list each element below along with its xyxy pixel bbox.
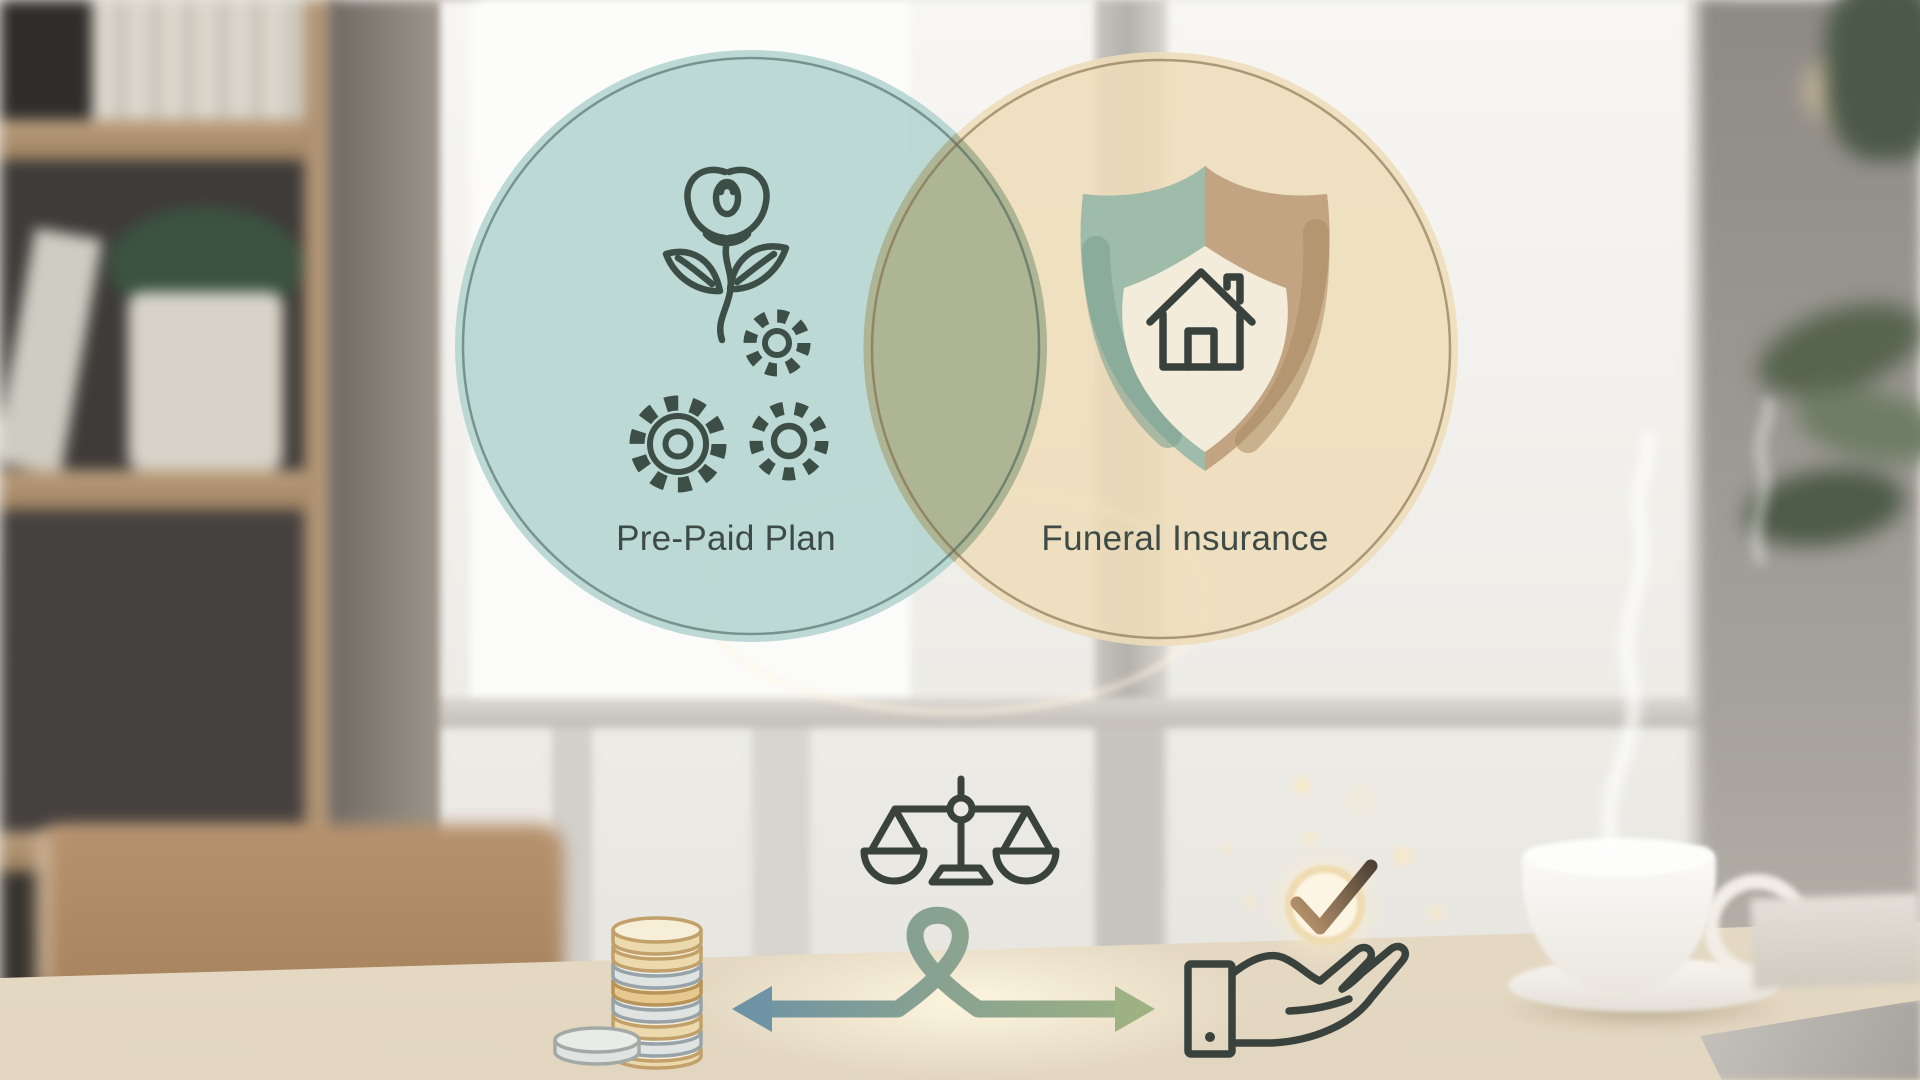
bokeh-light xyxy=(1293,776,1311,794)
shield-inner xyxy=(1122,246,1288,452)
leaf xyxy=(726,243,790,293)
cuff xyxy=(1184,960,1236,1058)
left-circle-outline xyxy=(461,56,1041,636)
right-circle-outline xyxy=(870,58,1452,640)
window-sill xyxy=(440,698,1730,728)
overlap-region xyxy=(863,133,1048,562)
gear-icon xyxy=(743,309,811,377)
coin-stack-icon xyxy=(553,916,703,1070)
window-frame xyxy=(1102,728,1162,985)
bokeh-light xyxy=(1428,905,1444,921)
bokeh-light xyxy=(1393,846,1413,866)
check-circle-icon xyxy=(1221,776,1444,967)
balance-scales-icon xyxy=(860,775,1060,886)
left-circle-label: Pre-Paid Plan xyxy=(616,519,836,558)
shelf-cubby xyxy=(0,162,340,475)
dark-books xyxy=(0,0,95,118)
gear-icon xyxy=(629,395,727,493)
flower-and-gears-icon xyxy=(629,166,829,493)
white-pot xyxy=(128,292,283,470)
bokeh-light xyxy=(1345,784,1377,816)
two-way-loop-arrow-icon xyxy=(732,906,1155,1032)
right-arrowhead xyxy=(1115,986,1155,1032)
bokeh-light xyxy=(1303,831,1317,845)
check-mark xyxy=(1290,859,1378,935)
cuff-button xyxy=(1205,1032,1215,1042)
leaf xyxy=(662,248,724,295)
shelf-board xyxy=(0,470,340,510)
window-frame xyxy=(752,728,810,985)
right-circle-label: Funeral Insurance xyxy=(1041,519,1329,558)
house-icon xyxy=(1146,268,1256,371)
chair-edge xyxy=(36,834,50,984)
cup-rim xyxy=(1526,838,1712,876)
left-arrowhead xyxy=(732,986,772,1032)
bokeh-light xyxy=(1243,894,1257,908)
bokeh-light xyxy=(1221,843,1233,855)
book-spines xyxy=(92,0,307,122)
left-circle xyxy=(455,50,1047,642)
coin-lying xyxy=(553,1026,641,1066)
shelf-board xyxy=(0,120,340,160)
coin xyxy=(611,916,703,956)
plant-leaves xyxy=(1825,0,1920,160)
shield-house-icon xyxy=(1080,166,1330,471)
gear-icon xyxy=(749,401,829,481)
giving-hand-icon xyxy=(1184,942,1410,1058)
